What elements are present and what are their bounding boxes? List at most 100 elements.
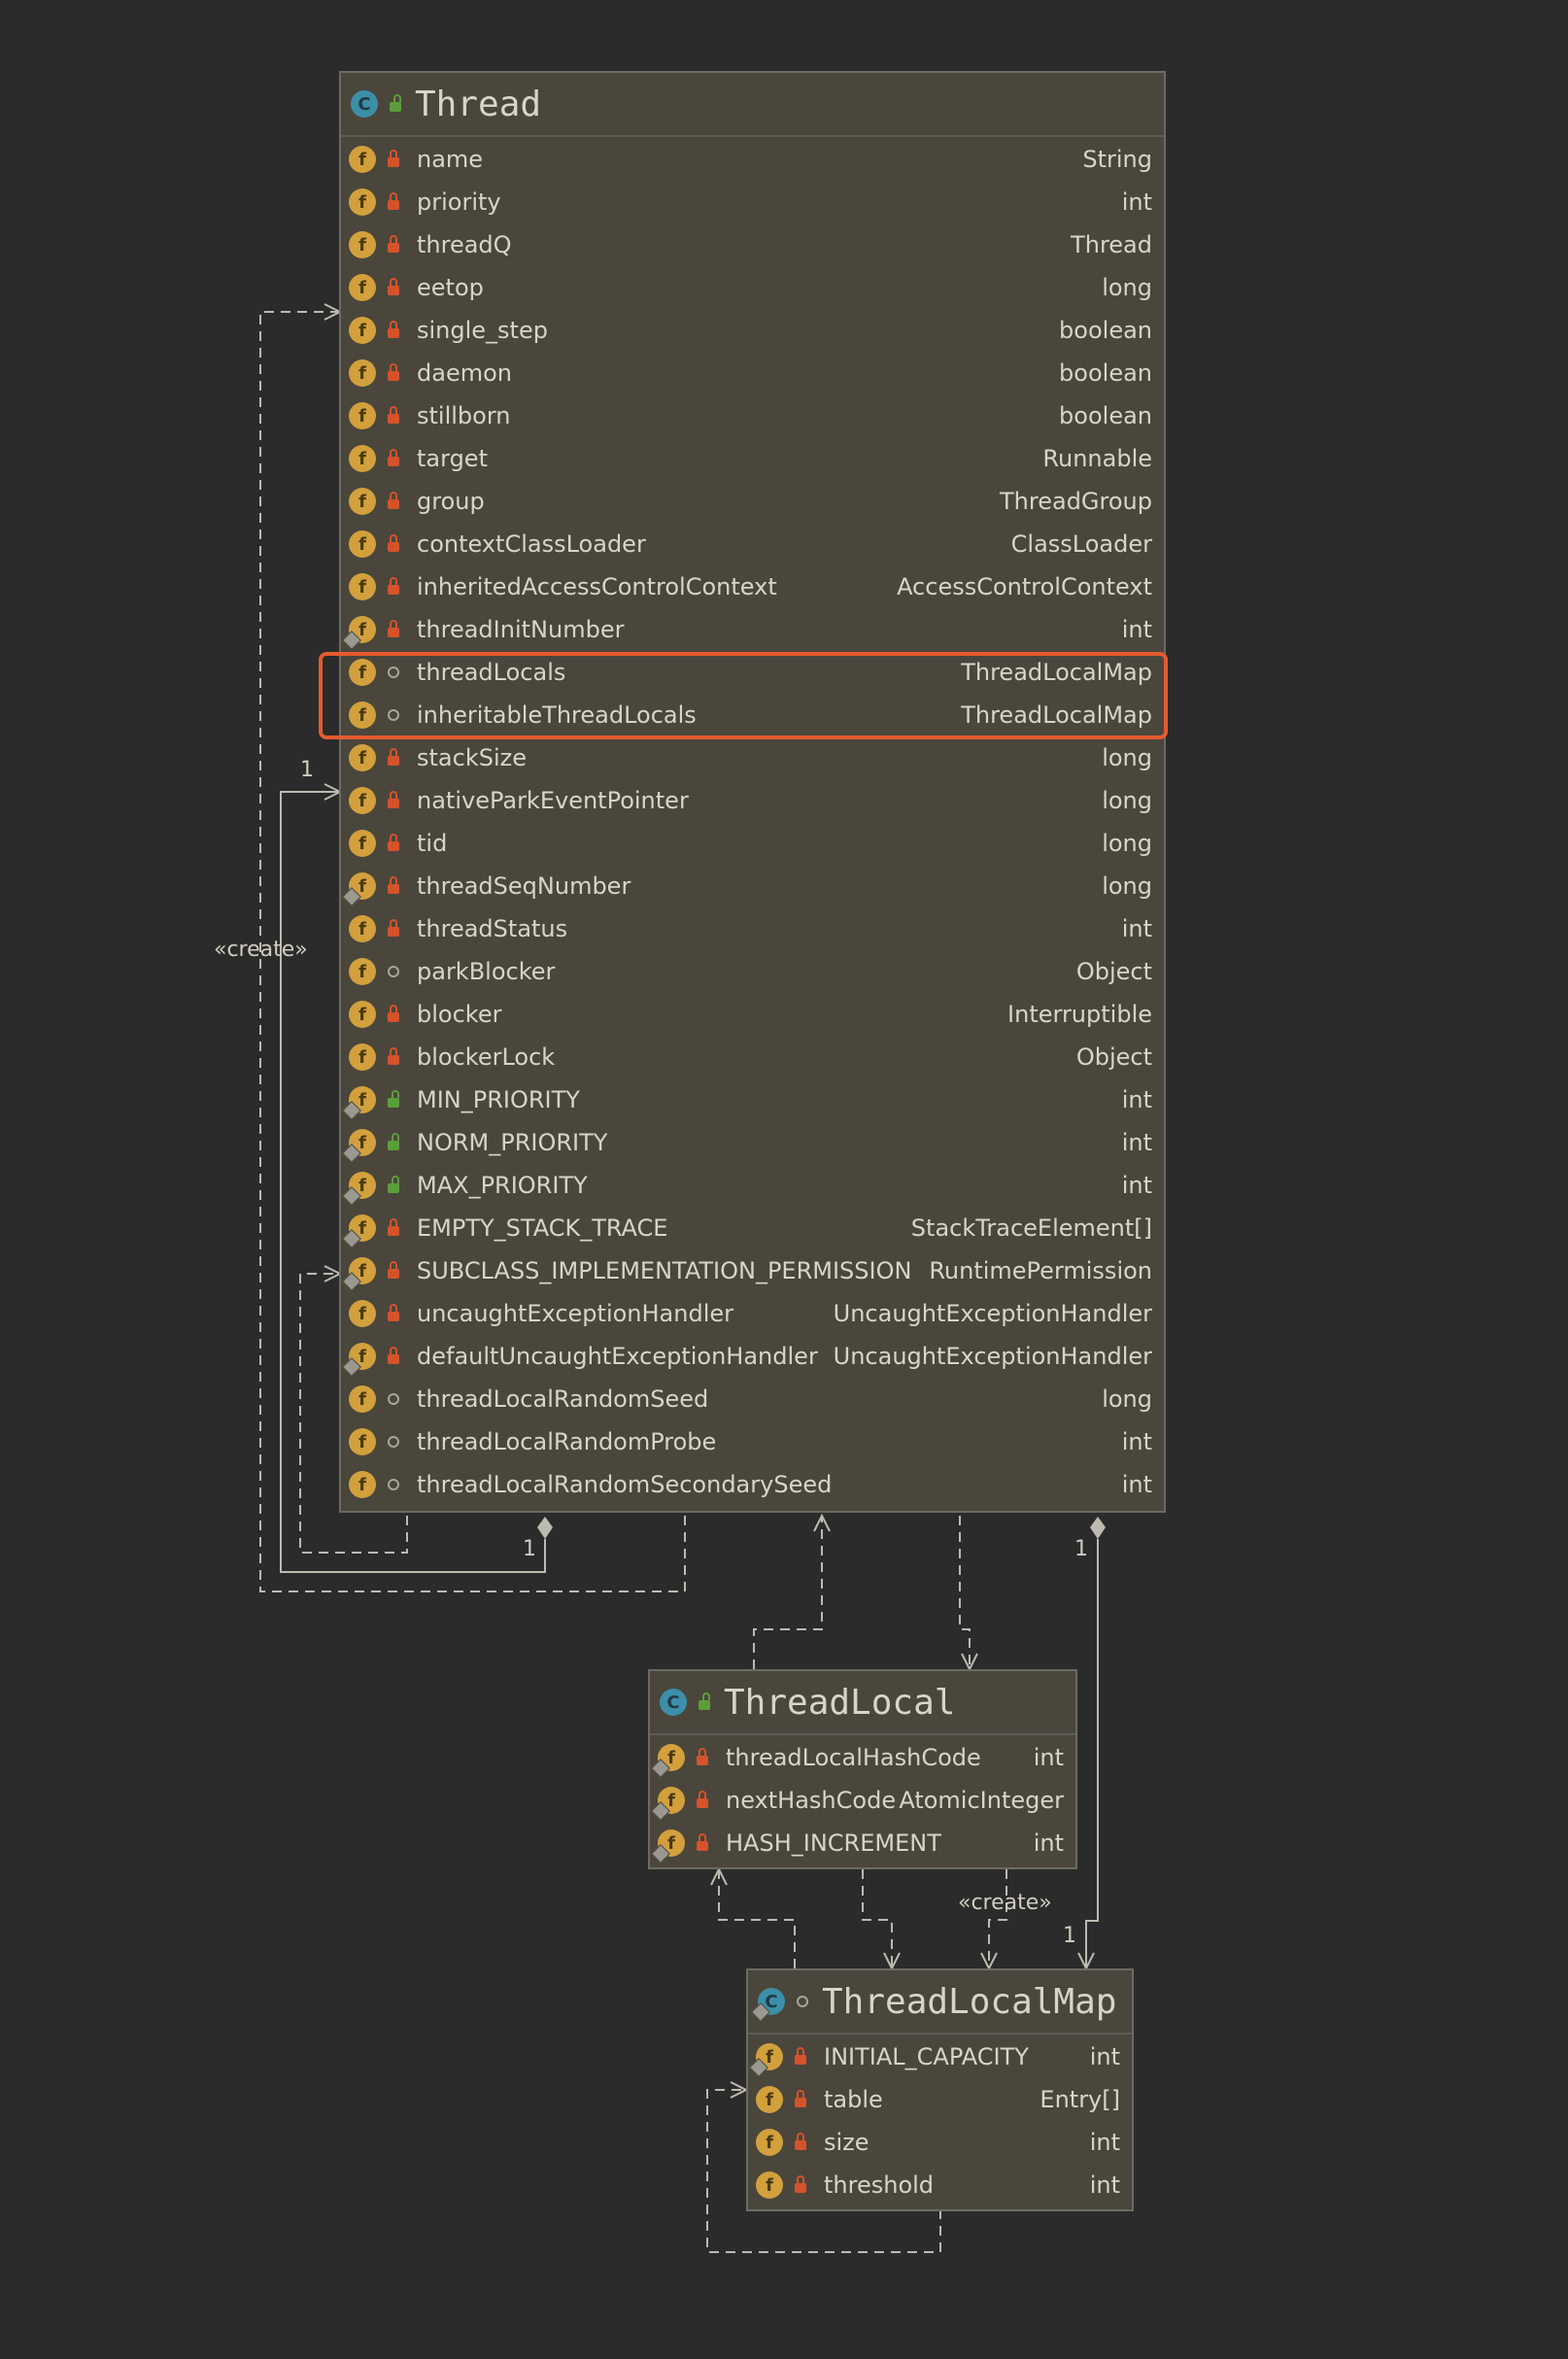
field-name: single_step [417, 317, 548, 344]
create-dependency-line [259, 312, 686, 1592]
private-lock-icon [697, 1748, 708, 1765]
field-type: int [1121, 188, 1152, 216]
class-title: ThreadLocal [724, 1682, 956, 1723]
field-name: blockerLock [417, 1043, 556, 1071]
field-row[interactable]: f tid long [341, 822, 1164, 865]
field-type: Interruptible [1007, 1001, 1152, 1028]
field-name: parkBlocker [417, 958, 556, 985]
field-icon: f [349, 958, 376, 985]
field-icon: f [756, 2086, 783, 2113]
class-icon: C [660, 1689, 687, 1716]
threadlocalmap-class-header[interactable]: C ThreadLocalMap [748, 1970, 1132, 2034]
field-icon: f [342, 872, 376, 906]
field-name: tid [417, 830, 448, 857]
field-icon: f [342, 1257, 376, 1291]
field-icon: f [349, 830, 376, 857]
private-lock-icon [388, 278, 399, 295]
field-type: int [1089, 2129, 1120, 2156]
field-type: ThreadGroup [1000, 488, 1152, 515]
private-lock-icon [795, 2175, 806, 2193]
field-type: Thread [1071, 231, 1152, 258]
static-pin-icon [342, 631, 361, 650]
field-icon: f [342, 1086, 376, 1120]
field-type: int [1121, 915, 1152, 942]
field-type: AtomicInteger [899, 1787, 1064, 1814]
static-pin-icon [342, 1144, 361, 1163]
field-icon: f [349, 1300, 376, 1327]
field-type: long [1102, 830, 1152, 857]
private-lock-icon [795, 2090, 806, 2107]
public-lock-icon [388, 1090, 399, 1108]
field-name: defaultUncaughtExceptionHandler [417, 1343, 818, 1370]
private-lock-icon [388, 791, 399, 808]
thread-class-header[interactable]: C Thread [341, 73, 1164, 137]
field-type: Object [1075, 1043, 1152, 1071]
field-icon: f [349, 359, 376, 387]
field-name: target [417, 445, 488, 472]
threadlocal-to-map-line [862, 1869, 892, 1968]
field-icon: f [756, 2171, 783, 2199]
composition-diamond [537, 1517, 553, 1539]
create-label-bottom: «create» [958, 1891, 1052, 1915]
thread-map-composition-line [1086, 1539, 1099, 1968]
private-lock-icon [388, 363, 399, 381]
create-label-left: «create» [214, 938, 308, 962]
threadlocal-to-thread-line [753, 1516, 822, 1669]
map-to-threadlocal-line [719, 1869, 796, 1968]
threadlocal-class-header[interactable]: C ThreadLocal [650, 1671, 1075, 1735]
field-icon: f [349, 188, 376, 216]
private-lock-icon [388, 748, 399, 766]
map-self-loop-line [706, 2090, 941, 2253]
class-icon: C [351, 90, 378, 118]
field-type: int [1033, 1829, 1064, 1857]
field-name: threadLocalRandomSecondarySeed [417, 1471, 833, 1498]
static-pin-icon [342, 1357, 361, 1377]
self-dependency-line [299, 1274, 408, 1554]
static-pin-icon [342, 1101, 361, 1120]
field-icon: f [349, 274, 376, 301]
field-name: stillborn [417, 402, 511, 429]
field-type: long [1102, 787, 1152, 814]
